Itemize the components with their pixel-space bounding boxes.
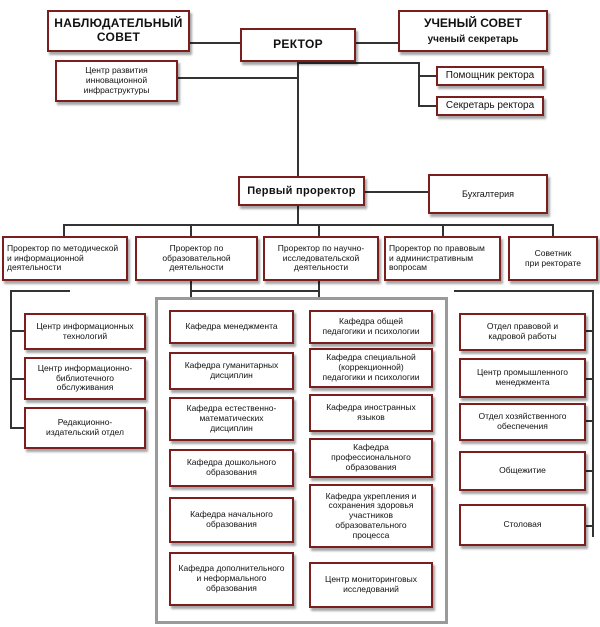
- connector-left-tick-1: [10, 330, 24, 332]
- dept-additional-box: Кафедра дополнительного и неформального …: [169, 552, 294, 606]
- connector-right-tick-5: [586, 525, 594, 527]
- connector-right-tick-3: [586, 420, 594, 422]
- connector-trunk: [297, 60, 299, 177]
- connector-innovation-branch: [178, 77, 297, 79]
- connector-right-v: [592, 290, 594, 537]
- academic-secretary-label: ученый секретарь: [427, 33, 519, 45]
- academic-council-box: УЧЕНЫЙ СОВЕТ ученый секретарь: [398, 10, 548, 52]
- connector-right-h: [454, 290, 594, 292]
- connector-left-tick-3: [10, 427, 24, 429]
- connector-center-v2: [318, 281, 320, 299]
- innovation-center-box: Центр развития инновационной инфраструкт…: [55, 60, 178, 102]
- connector-rector-council: [356, 42, 398, 44]
- dept-health-box: Кафедра укрепления и сохранения здоровья…: [309, 484, 433, 548]
- connector-left-tick-2: [10, 378, 24, 380]
- connector-center-h: [190, 290, 320, 292]
- vice-rector-methodical-box: Проректор по методической и информационн…: [2, 236, 128, 281]
- dept-special-pedagogy-box: Кафедра специальной (коррекционной) педа…: [309, 348, 433, 388]
- monitoring-center-box: Центр мониторинговых исследований: [309, 562, 433, 608]
- vice-rector-research-box: Проректор по научно- исследовательской д…: [263, 236, 379, 281]
- connector-left-h: [10, 290, 70, 292]
- library-center-box: Центр информационно- библиотечного обслу…: [24, 357, 146, 400]
- connector-secretary: [418, 105, 436, 107]
- supervisory-board-box: НАБЛЮДАТЕЛЬНЫЙ СОВЕТ: [47, 10, 190, 52]
- rector-assistant-box: Помощник ректора: [436, 66, 544, 86]
- rector-secretary-box: Секретарь ректора: [436, 96, 544, 116]
- connector-rector-right: [298, 62, 419, 64]
- dept-preschool-box: Кафедра дошкольного образования: [169, 449, 294, 487]
- rector-box: РЕКТОР: [240, 28, 356, 62]
- dept-general-pedagogy-box: Кафедра общей педагогики и психологии: [309, 310, 433, 344]
- connector-vice-drop-2: [190, 224, 192, 238]
- connector-assistant: [418, 75, 436, 77]
- vice-rector-education-box: Проректор по образовательной деятельност…: [135, 236, 258, 281]
- dept-primary-box: Кафедра начального образования: [169, 497, 294, 543]
- connector-first-down: [297, 206, 299, 226]
- advisor-box: Советник при ректорате: [508, 236, 598, 281]
- dept-professional-box: Кафедра профессионального образования: [309, 438, 433, 478]
- connector-supervisory-rector: [190, 42, 240, 44]
- it-center-box: Центр информационных технологий: [24, 313, 146, 350]
- dept-foreign-languages-box: Кафедра иностранных языков: [309, 394, 433, 432]
- dept-natural-math-box: Кафедра естественно- математических дисц…: [169, 397, 294, 441]
- vice-rector-legal-box: Проректор по правовым и административным…: [384, 236, 501, 281]
- industrial-management-box: Центр промышленного менеджмента: [459, 358, 586, 398]
- dormitory-box: Общежитие: [459, 451, 586, 491]
- academic-council-title: УЧЕНЫЙ СОВЕТ: [424, 15, 522, 30]
- connector-vice-bus: [63, 224, 553, 226]
- connector-right-branch: [418, 62, 420, 106]
- accounting-box: Бухгалтерия: [428, 174, 548, 214]
- dept-humanities-box: Кафедра гуманитарных дисциплин: [169, 352, 294, 390]
- connector-vice-drop-4: [442, 224, 444, 238]
- connector-center-v1: [190, 281, 192, 299]
- connector-right-tick-4: [586, 470, 594, 472]
- first-vice-rector-box: Первый проректор: [238, 176, 365, 206]
- household-dept-box: Отдел хозяйственного обеспечения: [459, 403, 586, 441]
- legal-hr-dept-box: Отдел правовой и кадровой работы: [459, 313, 586, 351]
- publishing-dept-box: Редакционно- издательский отдел: [24, 407, 146, 449]
- dept-management-box: Кафедра менеджмента: [169, 310, 294, 344]
- connector-right-tick-2: [586, 378, 594, 380]
- connector-vice-drop-3: [318, 224, 320, 238]
- connector-right-tick-1: [586, 330, 594, 332]
- connector-vice-drop-1: [63, 224, 65, 238]
- connector-vice-drop-5: [552, 224, 554, 238]
- connector-first-accounting: [365, 191, 428, 193]
- connector-left-v: [10, 290, 12, 428]
- canteen-box: Столовая: [459, 504, 586, 546]
